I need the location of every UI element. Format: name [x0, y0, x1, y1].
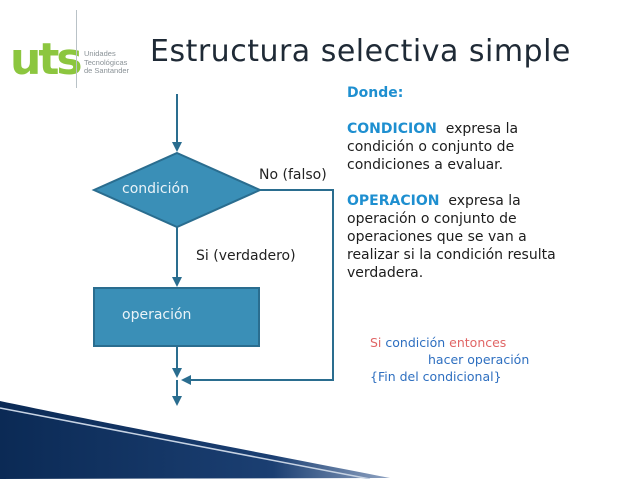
explanation-text: condición o conjunto de: [347, 139, 515, 155]
pseudocode-line: {Fin del condicional}: [370, 368, 529, 385]
page-title: Estructura selectiva simple: [150, 34, 571, 69]
explanation-text: verdadera.: [347, 265, 424, 281]
pseudo-si: Si: [370, 335, 382, 350]
logo-divider: [76, 10, 77, 88]
logo-subtitle-line: Tecnológicas: [84, 57, 128, 67]
explanation-text: operaciones que se van a: [347, 229, 527, 245]
explanation-text: expresa la: [448, 193, 521, 209]
explanation-block: Donde: CONDICION expresa la condición o …: [347, 84, 627, 282]
explanation-text: expresa la: [445, 121, 519, 137]
explanation-heading: Donde:: [347, 85, 404, 101]
logo-wordmark: uts: [10, 34, 83, 85]
dark-blue-swoosh: [0, 401, 390, 479]
process-box: [93, 287, 260, 347]
operacion-keyword: OPERACION: [347, 193, 440, 209]
logo-subtitle: Unidades Tecnológicas de Santander: [84, 49, 130, 76]
pseudo-entonces: entonces: [449, 335, 507, 350]
pseudo-fin: {Fin del condicional}: [370, 369, 502, 384]
explanation-text: realizar si la condición resulta: [347, 247, 556, 263]
pseudo-condicion: condición: [385, 335, 446, 350]
true-branch-label: Si (verdadero): [196, 248, 296, 264]
process-label: operación: [122, 307, 192, 323]
explanation-text: operación o conjunto de: [347, 211, 517, 227]
pseudo-hacer: hacer operación: [428, 352, 530, 367]
pseudocode-line: Si condición entonces: [370, 334, 529, 351]
uts-logo: uts Unidades Tecnológicas de Santander: [10, 10, 140, 88]
pseudocode-block: Si condición entonces hacer operación {F…: [370, 334, 529, 385]
false-branch-label: No (falso): [259, 167, 327, 183]
decision-label: condición: [122, 181, 189, 197]
swoosh-highlight: [0, 407, 371, 479]
explanation-text: condiciones a evaluar.: [347, 157, 504, 173]
logo-subtitle-line: de Santander: [84, 66, 130, 75]
false-branch-line: [181, 189, 334, 385]
pseudocode-line: hacer operación: [370, 351, 529, 368]
logo-subtitle-line: Unidades: [84, 49, 116, 58]
condicion-keyword: CONDICION: [347, 121, 437, 137]
